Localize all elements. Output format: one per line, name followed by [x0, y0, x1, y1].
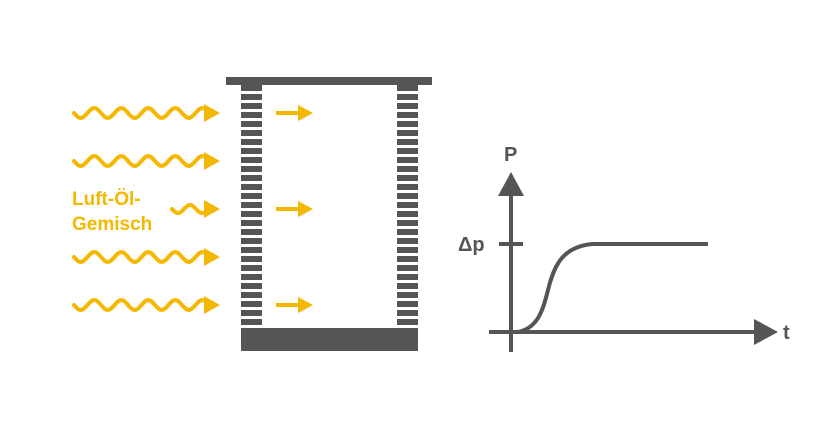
filter-brick [397, 94, 418, 100]
filter-brick [397, 121, 418, 127]
wavy-arrow-icon [72, 104, 220, 122]
filter-brick [241, 220, 262, 226]
filter-brick [397, 256, 418, 262]
filter-brick [241, 121, 262, 127]
filter-brick [241, 319, 262, 325]
filter-brick [397, 112, 418, 118]
wavy-arrow-icon [72, 248, 220, 266]
y-axis-arrowhead [498, 172, 524, 196]
arrow-right-icon [276, 201, 313, 217]
filter-brick [241, 139, 262, 145]
filter-brick [397, 265, 418, 271]
wavy-arrow-icon [72, 296, 220, 314]
filter-brick [241, 274, 262, 280]
filter-brick [397, 85, 418, 91]
y-axis-label: P [504, 144, 517, 166]
filter-brick [397, 202, 418, 208]
filter-brick [397, 292, 418, 298]
filter-element [226, 77, 432, 351]
filter-brick [397, 238, 418, 244]
filter-brick [241, 247, 262, 253]
filter-brick [397, 166, 418, 172]
inflow-label-line1: Luft-Öl- [72, 189, 141, 210]
filter-brick [241, 112, 262, 118]
filter-brick [397, 283, 418, 289]
filter-brick [397, 211, 418, 217]
filter-bottom-base [241, 328, 418, 351]
filter-brick [241, 130, 262, 136]
filter-brick [241, 301, 262, 307]
filter-brick [241, 157, 262, 163]
filter-top-cap [226, 77, 432, 85]
filter-brick [241, 94, 262, 100]
arrow-right-icon [276, 105, 313, 121]
filter-brick [241, 148, 262, 154]
filter-right-wall [397, 85, 418, 325]
filter-brick [241, 292, 262, 298]
pressure-curve [517, 242, 708, 334]
filter-brick [241, 103, 262, 109]
inflow-waves [72, 104, 220, 314]
x-axis-arrowhead [754, 319, 778, 345]
filter-brick [397, 103, 418, 109]
filter-brick [397, 193, 418, 199]
filter-brick [241, 238, 262, 244]
filter-brick [397, 247, 418, 253]
inner-flow-arrows [276, 105, 313, 313]
filter-brick [241, 283, 262, 289]
filter-brick [397, 130, 418, 136]
filter-brick [241, 85, 262, 91]
arrow-right-icon [276, 297, 313, 313]
filter-brick [241, 256, 262, 262]
filter-brick [397, 319, 418, 325]
x-axis-label: t [783, 322, 790, 344]
filter-brick [397, 310, 418, 316]
filter-brick [397, 274, 418, 280]
filter-brick [241, 166, 262, 172]
wavy-arrow-icon [170, 200, 220, 218]
filter-brick [397, 301, 418, 307]
filter-brick [241, 229, 262, 235]
filter-brick [397, 175, 418, 181]
filter-brick [397, 184, 418, 190]
inflow-label-line2: Gemisch [72, 214, 152, 235]
filter-brick [397, 139, 418, 145]
filter-brick [397, 148, 418, 154]
filter-left-wall [241, 85, 262, 325]
wavy-arrow-icon [72, 152, 220, 170]
filter-brick [241, 265, 262, 271]
filter-brick [241, 211, 262, 217]
filter-brick [241, 202, 262, 208]
filter-brick [241, 310, 262, 316]
filter-brick [397, 220, 418, 226]
filter-brick [397, 157, 418, 163]
level-label: Δp [458, 234, 485, 256]
filter-brick [241, 193, 262, 199]
filter-brick [241, 184, 262, 190]
filter-brick [397, 229, 418, 235]
pressure-graph: P t Δp [458, 144, 790, 352]
filter-brick [241, 175, 262, 181]
